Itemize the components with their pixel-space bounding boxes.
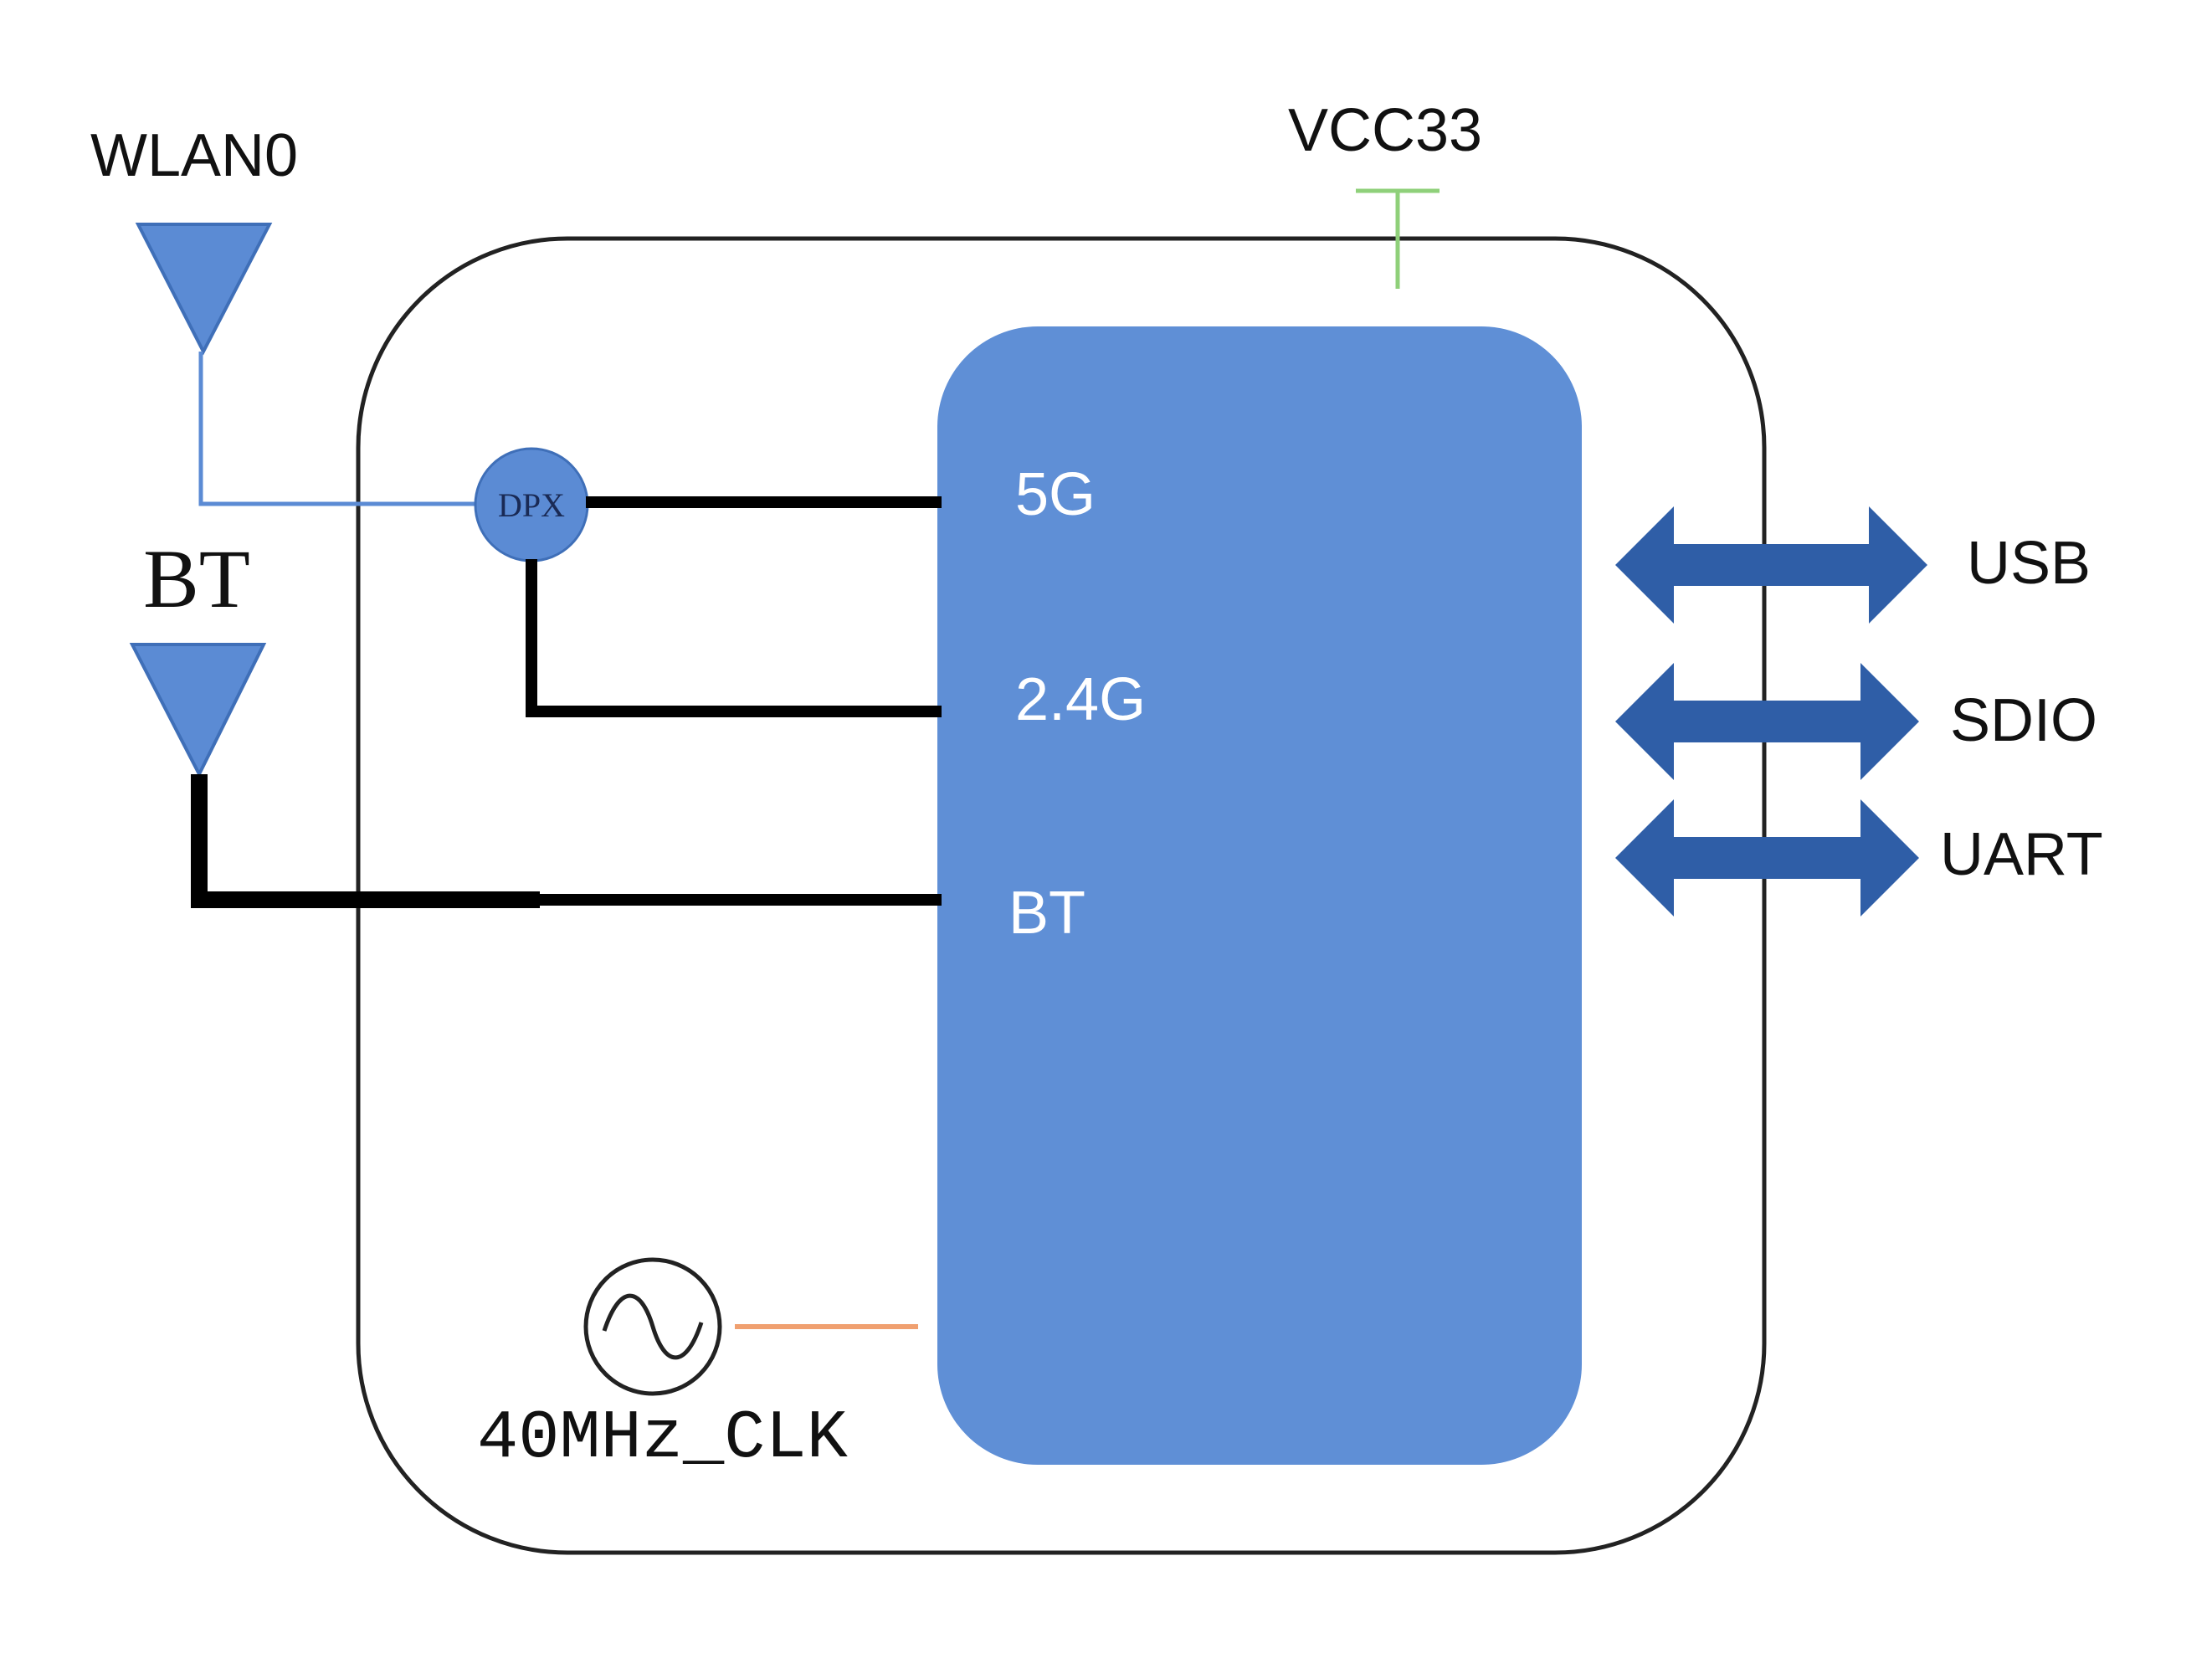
chip-block (937, 326, 1582, 1465)
port-24g-label: 2.4G (1015, 666, 1146, 733)
port-5g-label: 5G (1015, 461, 1096, 528)
bidirectional-arrow-icon (1615, 799, 1919, 917)
bt-antenna-label: BT (143, 532, 250, 625)
vcc-label: VCC33 (1288, 97, 1482, 164)
oscillator-icon (583, 1257, 722, 1396)
antenna-icon (135, 223, 273, 356)
wlan-feed-line (198, 352, 479, 506)
dpx-label: DPX (498, 486, 565, 524)
interface-uart-label: UART (1940, 821, 2103, 888)
port-bt-label: BT (1008, 880, 1085, 947)
clock-label: 40MHz_CLK (477, 1399, 849, 1477)
wlan0-label: WLAN0 (90, 122, 298, 189)
power-tee-icon (1356, 188, 1440, 289)
bt-feed-wire (191, 774, 540, 908)
wire-24g (526, 559, 942, 717)
interface-usb-label: USB (1967, 530, 2091, 597)
bidirectional-arrow-icon (1615, 506, 1927, 624)
bidirectional-arrow-icon (1615, 663, 1919, 780)
antenna-icon (129, 643, 267, 778)
interface-sdio-label: SDIO (1950, 687, 2097, 754)
